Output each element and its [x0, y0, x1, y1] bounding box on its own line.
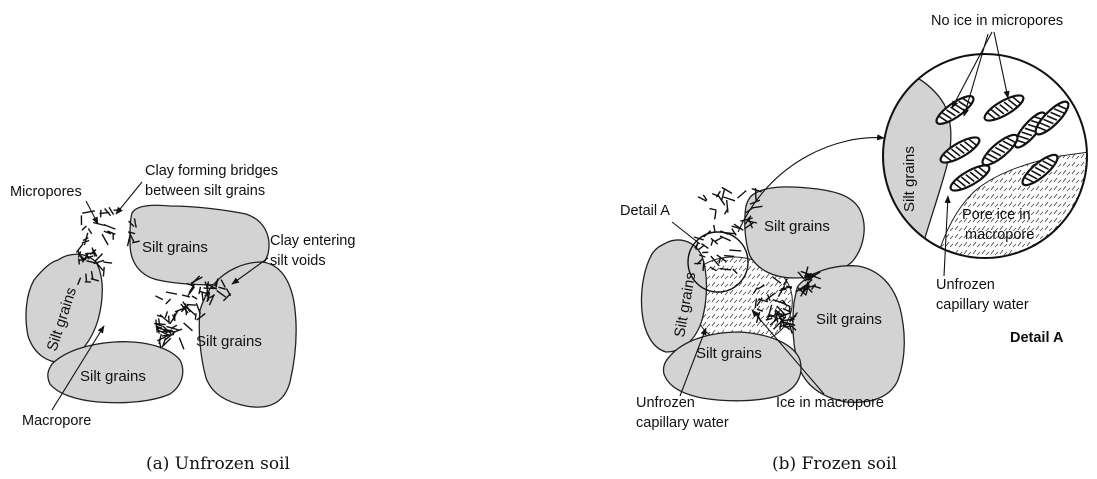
- detail-unfrozen-label-1: Unfrozen: [936, 277, 995, 293]
- detail-a-view: Silt grains No ice in micropores Pore ic…: [870, 13, 1097, 346]
- detail-title: Detail A: [1010, 330, 1064, 346]
- clay-platelet: [738, 191, 747, 199]
- label-unfrozen-b-2: capillary water: [636, 415, 729, 431]
- clay-platelet: [86, 274, 87, 282]
- clay-platelet: [724, 256, 734, 257]
- clay-platelet: [156, 320, 157, 333]
- clay-platelet: [722, 190, 725, 200]
- clay-platelet: [703, 261, 704, 271]
- caption-b: (b) Frozen soil: [772, 454, 897, 474]
- grain-label-top-a: Silt grains: [142, 239, 208, 256]
- clay-platelet: [93, 223, 105, 226]
- clay-platelet: [162, 334, 174, 336]
- clay-platelet: [185, 303, 187, 315]
- detail-grain-label: Silt grains: [901, 146, 918, 212]
- clay-platelet: [790, 307, 791, 315]
- clay-platelet: [732, 229, 736, 236]
- label-ice-macropore: Ice in macropore: [776, 395, 884, 411]
- clay-platelet: [166, 292, 177, 294]
- panel-a: Silt grains Silt grains Silt grains Silt…: [10, 163, 355, 474]
- clay-platelet: [195, 313, 196, 319]
- label-macropore: Macropore: [22, 413, 91, 429]
- grain-label-right-a: Silt grains: [196, 333, 262, 350]
- clay-platelet: [179, 338, 184, 350]
- label-clay-bridges-2: between silt grains: [145, 183, 265, 199]
- grain-label-top-b: Silt grains: [764, 218, 830, 235]
- clay-platelet: [187, 304, 197, 305]
- clay-platelet: [166, 299, 171, 304]
- clay-platelet: [79, 259, 80, 265]
- clay-platelet: [88, 229, 91, 234]
- clay-platelet: [82, 211, 95, 213]
- clay-platelet: [724, 197, 736, 201]
- label-clay-bridges-1: Clay forming bridges: [145, 163, 278, 179]
- clay-platelet: [196, 303, 200, 314]
- label-detail-a: Detail A: [620, 203, 670, 219]
- detail-no-ice-label: No ice in micropores: [931, 13, 1063, 29]
- clay-platelet: [715, 210, 716, 219]
- clay-platelet: [155, 296, 162, 300]
- label-micropores: Micropores: [10, 184, 82, 200]
- label-clay-entering-2: silt voids: [270, 253, 326, 269]
- detail-pore-ice-label-2: macropore: [965, 227, 1034, 243]
- clay-platelet: [806, 276, 815, 277]
- clay-platelet: [710, 209, 717, 210]
- clay-platelet: [715, 237, 722, 241]
- clay-platelet: [192, 296, 197, 299]
- clay-platelet: [711, 240, 713, 246]
- clay-platelet: [104, 225, 115, 230]
- clay-platelet: [184, 323, 193, 331]
- clay-platelet: [729, 250, 741, 251]
- grain-label-bottom-a: Silt grains: [80, 368, 146, 385]
- clay-platelet: [714, 225, 715, 232]
- clay-platelet: [104, 262, 113, 263]
- detail-unfrozen-label-2: capillary water: [936, 297, 1029, 313]
- grain-label-bottom-b: Silt grains: [696, 345, 762, 362]
- panel-b: Silt grains Silt grains Silt grains Silt…: [620, 138, 904, 474]
- clay-platelet: [698, 245, 704, 250]
- clay-platelet: [784, 326, 792, 327]
- clay-platelet: [165, 311, 167, 317]
- clay-platelet: [82, 226, 87, 231]
- clay-platelet: [102, 234, 108, 245]
- clay-platelet: [199, 287, 201, 294]
- clay-platelet: [103, 267, 104, 277]
- label-unfrozen-b-1: Unfrozen: [636, 395, 695, 411]
- clay-platelet: [160, 315, 168, 322]
- label-clay-entering-1: Clay entering: [270, 233, 355, 249]
- caption-a: (a) Unfrozen soil: [146, 454, 290, 474]
- detail-pore-ice-label-1: Pore ice in: [962, 207, 1031, 223]
- clay-platelet: [756, 188, 757, 200]
- grain-label-right-b: Silt grains: [816, 311, 882, 328]
